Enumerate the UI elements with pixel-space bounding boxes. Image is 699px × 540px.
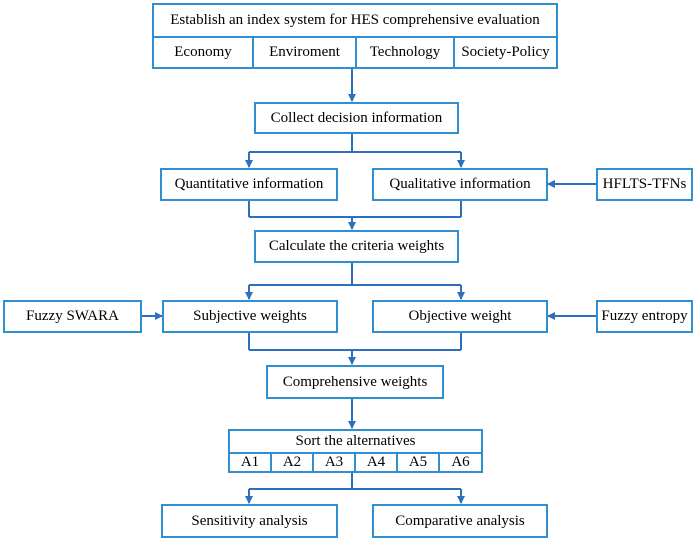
collect-box: Collect decision information: [254, 102, 459, 134]
index-system-divider: [154, 36, 556, 38]
alternative-a4: A4: [356, 454, 398, 471]
comparative-box: Comparative analysis: [372, 504, 548, 538]
sort-box: Sort the alternatives A1 A2 A3 A4 A5 A6: [228, 429, 483, 473]
subjective-box: Subjective weights: [162, 300, 338, 333]
sort-title: Sort the alternatives: [295, 433, 416, 449]
sort-divider: [230, 452, 481, 454]
hflts-box: HFLTS-TFNs: [596, 168, 693, 201]
fuzzy-entropy-box: Fuzzy entropy: [596, 300, 693, 333]
category-environment: Enviroment: [254, 38, 357, 67]
alternative-a1: A1: [230, 454, 272, 471]
category-technology: Technology: [357, 38, 455, 67]
alternative-a2: A2: [272, 454, 314, 471]
calculate-box: Calculate the criteria weights: [254, 230, 459, 263]
quantitative-box: Quantitative information: [160, 168, 338, 201]
objective-box: Objective weight: [372, 300, 548, 333]
category-economy: Economy: [154, 38, 254, 67]
alternative-a3: A3: [314, 454, 356, 471]
alternative-a6: A6: [451, 454, 470, 470]
alternative-a5: A5: [398, 454, 440, 471]
sensitivity-box: Sensitivity analysis: [161, 504, 338, 538]
index-system-box: Establish an index system for HES compre…: [152, 3, 558, 69]
comprehensive-box: Comprehensive weights: [266, 365, 444, 399]
category-society-policy: Society-Policy: [461, 44, 550, 60]
fuzzy-swara-box: Fuzzy SWARA: [3, 300, 142, 333]
index-system-title: Establish an index system for HES compre…: [170, 12, 540, 28]
qualitative-box: Qualitative information: [372, 168, 548, 201]
